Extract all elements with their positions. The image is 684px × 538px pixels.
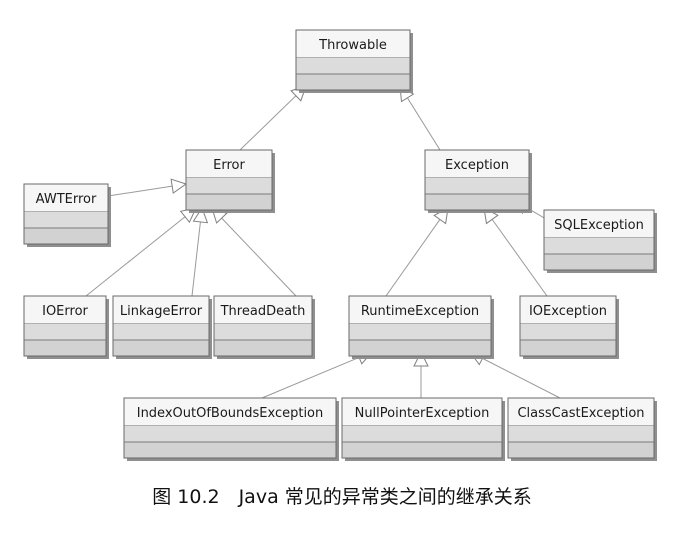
edge-awterror-to-error [107,178,188,197]
class-box-runtimeexception: RuntimeException [348,295,494,359]
class-box-classcastexception: ClassCastException [507,397,657,461]
class-box-ioexception: IOException [519,295,619,359]
class-name-classcastexception: ClassCastException [517,406,644,421]
class-box-error: Error [185,149,275,213]
class-box-sqlexception: SQLException [543,209,657,273]
class-name-nullpointerexception: NullPointerException [355,406,490,421]
edge-exception-to-throwable [399,85,441,151]
class-box-linkageerror: LinkageError [112,295,212,359]
class-box-threaddeath: ThreadDeath [213,295,315,359]
edge-error-to-throwable [239,85,307,151]
edge-runtimeexception-to-exception [385,207,449,297]
class-name-awterror: AWTError [36,192,97,207]
class-name-sqlexception: SQLException [554,218,644,233]
edge-linkageerror-to-error [191,206,209,297]
class-name-indexoutofboundsexception: IndexOutOfBoundsException [137,406,324,421]
class-name-runtimeexception: RuntimeException [361,304,479,319]
class-box-exception: Exception [424,149,532,213]
class-box-throwable: Throwable [295,29,413,93]
class-name-linkageerror: LinkageError [120,304,203,319]
edge-threaddeath-to-error [211,207,297,297]
edge-ioexception-to-exception [483,207,548,297]
class-name-threaddeath: ThreadDeath [220,304,306,319]
class-box-ioerror: IOError [23,295,109,359]
class-name-ioerror: IOError [42,304,88,319]
class-name-throwable: Throwable [318,38,387,53]
class-box-awterror: AWTError [23,183,111,247]
class-box-nullpointerexception: NullPointerException [341,397,505,461]
class-name-exception: Exception [445,158,509,173]
figure-caption: 图 10.2 Java 常见的异常类之间的继承关系 [152,486,532,508]
class-box-indexoutofboundsexception: IndexOutOfBoundsException [123,397,339,461]
class-name-ioexception: IOException [529,304,607,319]
class-name-error: Error [213,158,245,173]
